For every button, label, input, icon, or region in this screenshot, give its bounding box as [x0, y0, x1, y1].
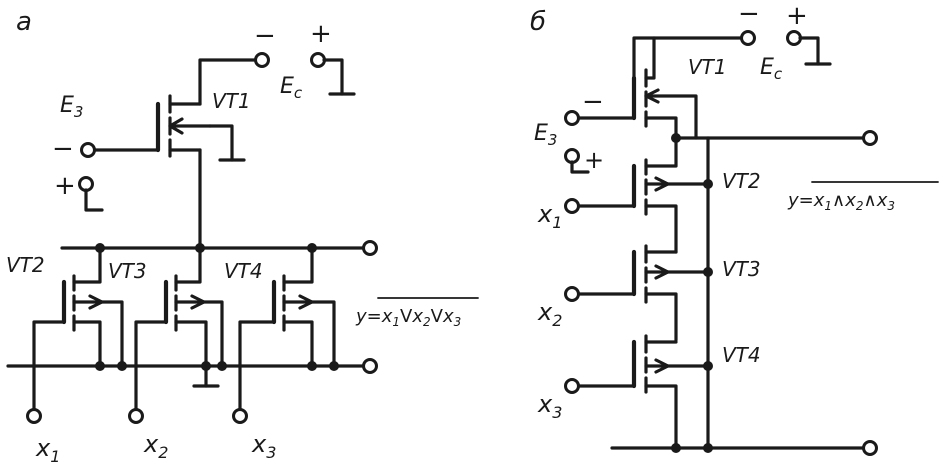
- input-x3-label-a: x3: [251, 430, 276, 462]
- input-x1-terminal-b[interactable]: [564, 198, 580, 214]
- ground-terminal-b[interactable]: [862, 440, 878, 456]
- label-vt4-b: VT4: [722, 343, 761, 367]
- supply-plus-sign-a: +: [310, 19, 332, 49]
- transistor-vt1-b: [631, 36, 698, 140]
- gate-bias-plus-sign-b: +: [584, 146, 604, 174]
- gate-bias-minus-terminal-b[interactable]: [564, 110, 580, 126]
- input-x1-label-b: x1: [537, 200, 562, 232]
- supply-minus-terminal-a[interactable]: [254, 52, 270, 68]
- label-vt1-a: VT1: [212, 89, 251, 113]
- input-x2-terminal-a[interactable]: [128, 408, 144, 424]
- transistor-vt3-b: [564, 244, 713, 342]
- output-formula-b: y=x1∧x2∧x3: [787, 190, 895, 213]
- panel-b: б − + Ec VT1 − E3 +: [530, 0, 939, 456]
- label-vt4-a: VT4: [224, 259, 263, 283]
- supply-minus-sign-b: −: [738, 0, 760, 29]
- input-x2-label-a: x2: [143, 430, 168, 462]
- transistor-vt1-a: [155, 94, 246, 162]
- gate-bias-minus-terminal-a[interactable]: [80, 142, 96, 158]
- gate-bias-label-b: E3: [534, 121, 557, 149]
- transistor-vt3-a: [128, 246, 227, 424]
- gate-bias-plus-sign-a: +: [54, 171, 76, 201]
- input-x2-label-b: x2: [537, 298, 562, 330]
- panel-a: a − + Ec VT1 − E3 +: [6, 7, 479, 466]
- gate-bias-label-a: E3: [60, 93, 83, 121]
- panel-b-marker: б: [530, 7, 546, 37]
- vt1-drain-wire-a: [198, 58, 264, 106]
- label-vt3-a: VT3: [108, 259, 147, 283]
- supply-label-b: Ec: [760, 55, 783, 83]
- input-x3-terminal-b[interactable]: [564, 378, 580, 394]
- label-vt3-b: VT3: [722, 257, 761, 281]
- supply-label-a: Ec: [280, 74, 303, 102]
- output-terminal-a[interactable]: [362, 240, 378, 256]
- supply-minus-terminal-b[interactable]: [740, 30, 756, 46]
- input-x1-label-a: x1: [35, 434, 60, 466]
- input-x3-label-b: x3: [537, 390, 562, 422]
- transistor-vt2-b: [564, 136, 713, 254]
- supply-minus-sign-a: −: [254, 21, 276, 51]
- panel-a-marker: a: [16, 7, 32, 37]
- output-terminal-b[interactable]: [862, 130, 878, 146]
- label-vt1-b: VT1: [688, 55, 727, 79]
- input-x2-terminal-b[interactable]: [564, 286, 580, 302]
- label-vt2-a: VT2: [6, 253, 45, 277]
- transistor-vt4-b: [564, 334, 713, 450]
- ground-terminal-a[interactable]: [362, 358, 378, 374]
- input-x1-terminal-a[interactable]: [26, 408, 42, 424]
- label-vt2-b: VT2: [722, 169, 761, 193]
- supply-plus-sign-b: +: [786, 1, 808, 31]
- output-formula-a: y=x1Vx2Vx3: [355, 306, 461, 329]
- gate-bias-minus-sign-a: −: [52, 134, 74, 164]
- transistor-vt2-a: [26, 246, 127, 424]
- transistor-vt4-a: [232, 246, 339, 424]
- gate-bias-minus-sign-b: −: [582, 87, 604, 117]
- input-x3-terminal-a[interactable]: [232, 408, 248, 424]
